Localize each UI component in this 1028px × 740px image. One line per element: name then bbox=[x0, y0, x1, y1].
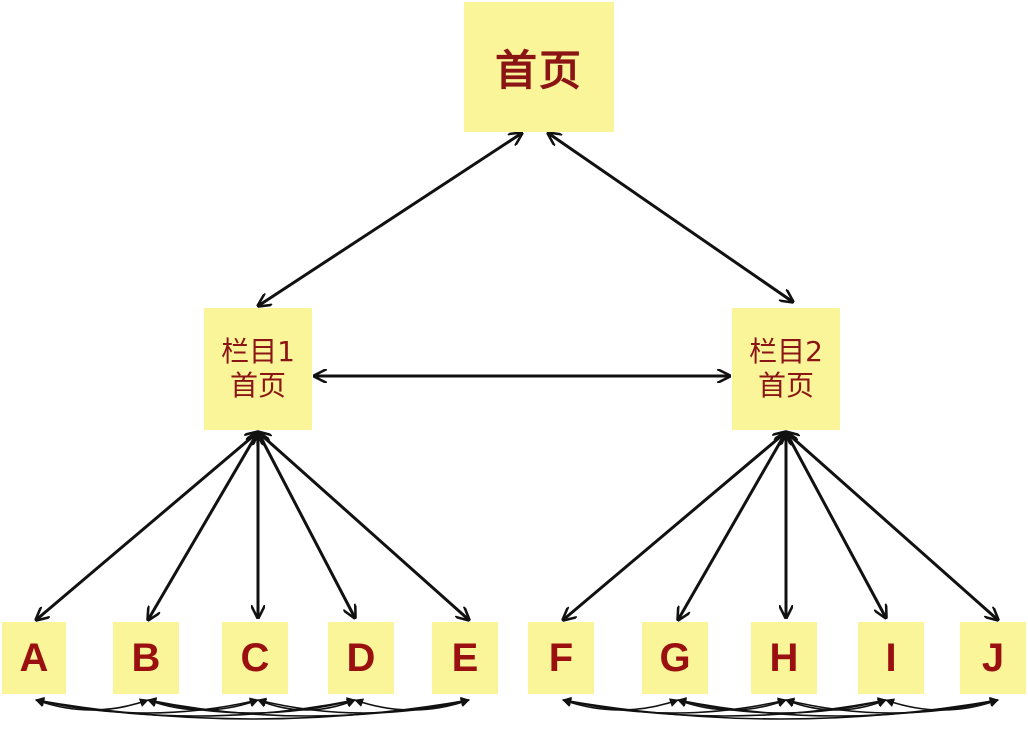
leaf-link-right-1-4 bbox=[677, 697, 999, 717]
arrow-section2-leaf-j bbox=[786, 432, 998, 620]
leaf-label: I bbox=[885, 635, 897, 680]
leaf-label: D bbox=[346, 635, 376, 680]
leaf-node-c: C bbox=[222, 622, 288, 694]
leaf-node-j: J bbox=[960, 622, 1026, 694]
leaf-link-left-3-4 bbox=[354, 698, 470, 711]
arrow-section1-leaf-b bbox=[148, 432, 258, 620]
leaf-label: G bbox=[659, 635, 691, 680]
section-1-node: 栏目1 首页 bbox=[204, 308, 312, 430]
leaf-label: C bbox=[240, 635, 270, 680]
leaf-link-left-1-4 bbox=[147, 697, 470, 717]
section-2-subtitle: 首页 bbox=[757, 369, 814, 402]
arrow-section2-leaf-i bbox=[786, 432, 886, 618]
leaf-node-i: I bbox=[858, 622, 924, 694]
leaf-label: E bbox=[451, 635, 479, 680]
home-node: 首页 bbox=[464, 2, 614, 132]
leaf-node-d: D bbox=[328, 622, 394, 694]
leaf-label: F bbox=[548, 635, 574, 680]
arrow-home-section2 bbox=[548, 133, 793, 302]
section-2-node: 栏目2 首页 bbox=[732, 308, 840, 430]
section-2-title: 栏目2 bbox=[749, 335, 823, 368]
leaf-label: H bbox=[769, 635, 799, 680]
leaf-label: J bbox=[981, 635, 1005, 680]
arrow-section1-leaf-e bbox=[258, 432, 469, 620]
arrow-section1-leaf-a bbox=[36, 432, 258, 620]
arrow-home-section1 bbox=[258, 133, 522, 306]
leaf-node-e: E bbox=[432, 622, 498, 694]
leaf-label: B bbox=[131, 635, 161, 680]
section-1-title: 栏目1 bbox=[221, 335, 295, 368]
arrow-section2-leaf-f bbox=[563, 432, 786, 620]
leaf-node-a: A bbox=[2, 622, 66, 694]
arrow-section1-leaf-d bbox=[258, 432, 355, 618]
leaf-node-h: H bbox=[751, 622, 817, 694]
leaf-link-right-3-4 bbox=[885, 698, 999, 711]
leaf-label: A bbox=[19, 635, 49, 680]
section-1-subtitle: 首页 bbox=[229, 369, 286, 402]
arrow-section2-leaf-g bbox=[678, 432, 786, 620]
leaf-node-b: B bbox=[113, 622, 179, 694]
home-label: 首页 bbox=[494, 45, 583, 95]
leaf-node-g: G bbox=[642, 622, 708, 694]
leaf-node-f: F bbox=[528, 622, 594, 694]
